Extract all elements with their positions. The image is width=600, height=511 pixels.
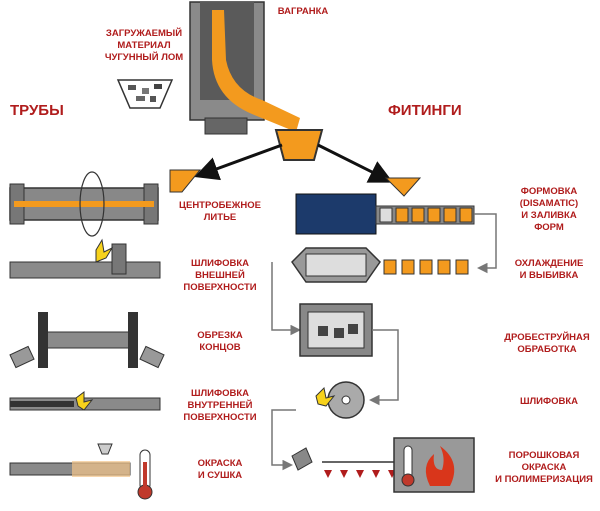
painting-drying-icon <box>9 443 153 500</box>
pipes-step-centrifugal-casting: ЦЕНТРОБЕЖНОЕ ЛИТЬЕ <box>179 200 261 223</box>
powder-coating-line <box>291 437 475 493</box>
fittings-title: ФИТИНГИ <box>388 102 462 119</box>
scrap-basket-icon <box>116 79 174 109</box>
charge-material-label: ЗАГРУЖАЕМЫЙ МАТЕРИАЛ ЧУГУННЫЙ ЛОМ <box>104 28 184 63</box>
fittings-step-powder-coating: ПОРОШКОВАЯ ОКРАСКА И ПОЛИМЕРИЗАЦИЯ <box>495 450 593 485</box>
pipes-step-inner-grinding: ШЛИФОВКА ВНУТРЕННЕЙ ПОВЕРХНОСТИ <box>183 388 257 423</box>
grinding-wheel-icon <box>315 381 365 419</box>
cooling-shakeout-drum <box>291 247 469 283</box>
end-cutting-icon <box>9 312 165 369</box>
shot-blasting-chamber <box>299 303 373 357</box>
pipes-step-outer-grinding: ШЛИФОВКА ВНЕШНЕЙ ПОВЕРХНОСТИ <box>183 258 257 293</box>
cupola-furnace <box>189 1 300 135</box>
pipes-title: ТРУБЫ <box>10 102 64 119</box>
pipes-step-painting-drying: ОКРАСКА И СУШКА <box>197 458 243 481</box>
inner-grinding-icon <box>9 391 161 411</box>
fittings-step-shot-blasting: ДРОБЕСТРУЙНАЯ ОБРАБОТКА <box>504 332 590 355</box>
centrifugal-casting-machine <box>9 169 202 237</box>
outer-grinding-icon <box>9 238 161 279</box>
disamatic-molding-line <box>295 177 475 235</box>
ladle <box>274 129 324 161</box>
arrow-to-fittings <box>317 143 394 183</box>
fittings-step-molding: ФОРМОВКА (DISAMATIC) И ЗАЛИВКА ФОРМ <box>519 186 579 233</box>
cupola-label: ВАГРАНКА <box>277 6 329 17</box>
arrow-to-pipes <box>194 143 283 181</box>
fittings-step-cooling: ОХЛАЖДЕНИЕ И ВЫБИВКА <box>514 258 584 281</box>
pipes-step-end-cutting: ОБРЕЗКА КОНЦОВ <box>197 330 243 353</box>
fittings-step-grinding: ШЛИФОВКА <box>519 396 579 407</box>
